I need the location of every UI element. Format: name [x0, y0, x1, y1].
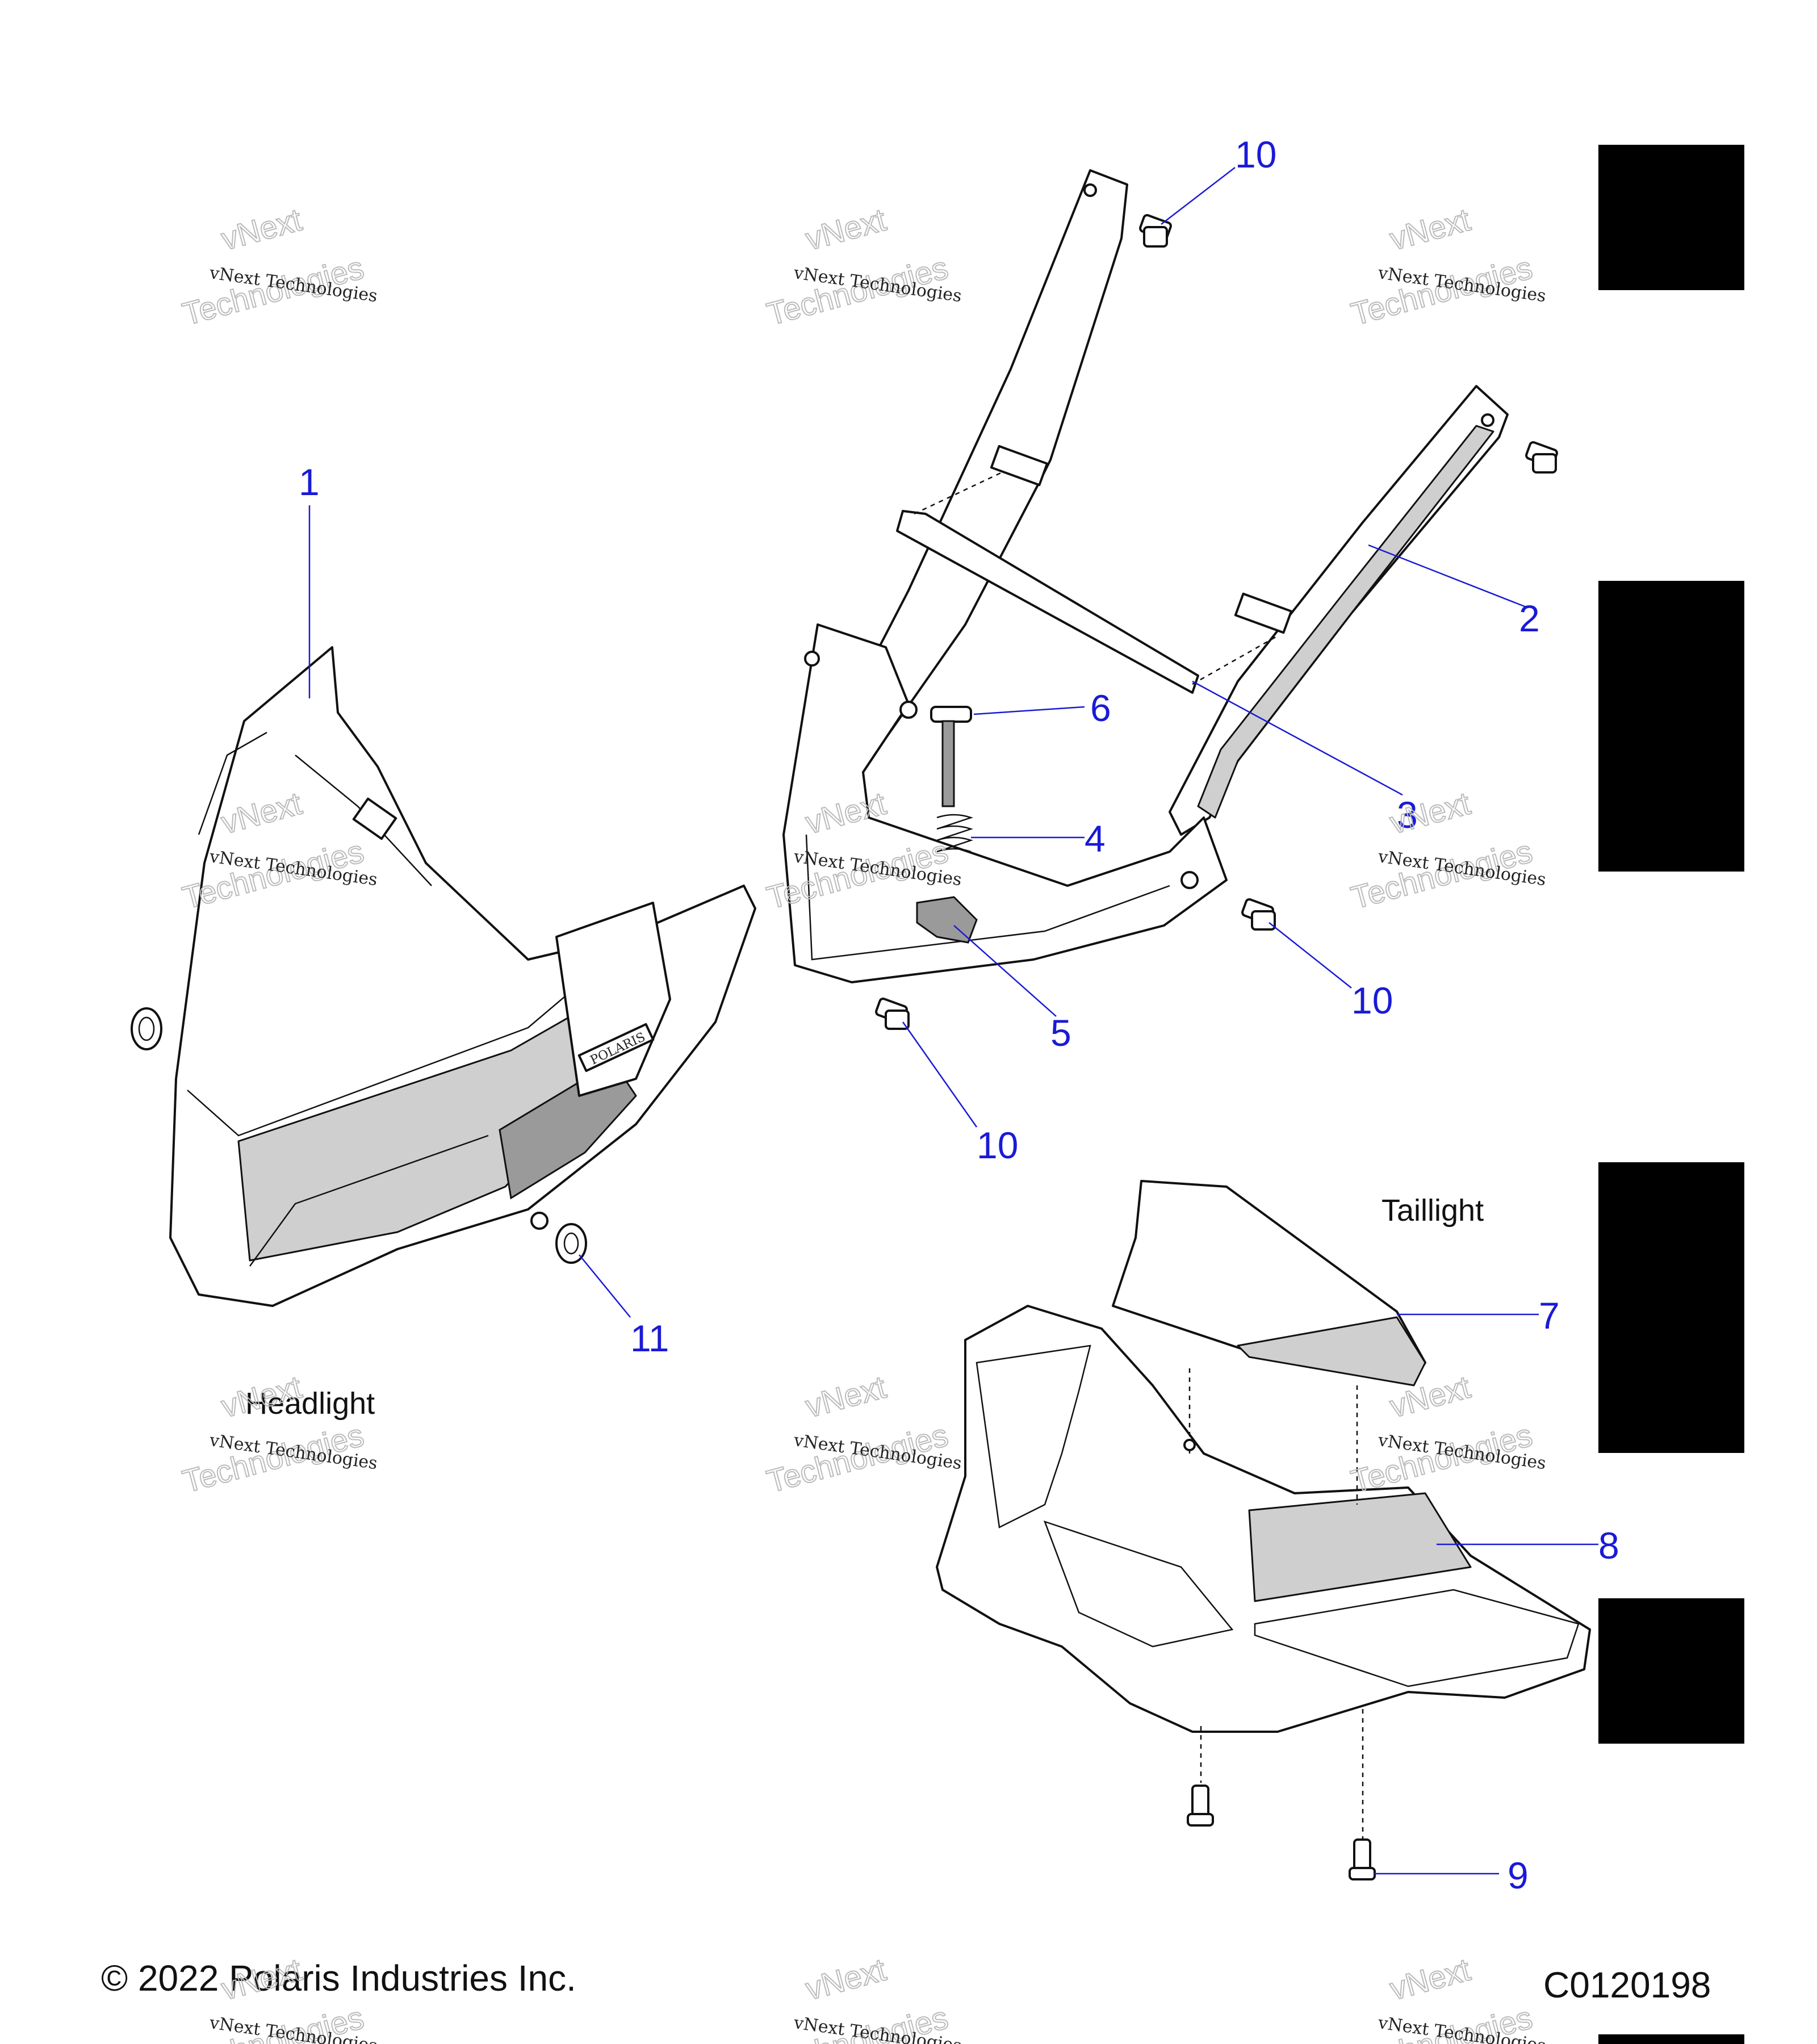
- polaris-badge: [577, 1023, 655, 1073]
- leader-11: [579, 1254, 631, 1318]
- callout-11: 11: [630, 1317, 669, 1359]
- watermark-r1c1: vNext Technologies vNext Technologies: [178, 201, 379, 333]
- leader-3: [1192, 680, 1403, 796]
- wing-nut: [916, 896, 978, 944]
- bracket-crossbar-dash-right: [1192, 635, 1278, 685]
- bracket-tab-left: [990, 445, 1049, 487]
- callout-1: 1: [299, 461, 320, 503]
- bracket-left-hole: [899, 701, 918, 719]
- bracket-right-top-hole: [1481, 413, 1494, 427]
- callout-4: 4: [1085, 818, 1106, 860]
- edge-tab-1: [1598, 145, 1744, 290]
- bracket-top-hole: [1083, 183, 1097, 197]
- watermark-r4c2: vNext Technologies vNext Technologies: [763, 1951, 963, 2044]
- adjuster-hardware: [916, 706, 978, 944]
- edge-tab-4: [1598, 1598, 1744, 1744]
- bolts-10: [875, 214, 1558, 1030]
- callout-6: 6: [1090, 687, 1111, 729]
- screw-9-right: [1349, 1838, 1376, 1880]
- taillight-assembly: [936, 1180, 1591, 1880]
- bolt-10-left: [875, 998, 910, 1030]
- taillight-lens-panel: [1248, 1492, 1472, 1602]
- taillight-label: Taillight: [1381, 1193, 1484, 1228]
- screw-9-left: [1187, 1785, 1214, 1827]
- headlight-edge-line-3: [249, 1134, 489, 1267]
- leader-10c: [902, 1021, 978, 1128]
- bracket-left-arm: [822, 169, 1128, 773]
- leader-5: [953, 925, 1057, 1017]
- adjuster-spring: [936, 814, 973, 853]
- leader-6: [973, 706, 1085, 715]
- headlight-edge-line-1: [198, 731, 267, 835]
- edge-tab-3: [1598, 1162, 1744, 1453]
- watermark-r3c2: vNext Technologies vNext Technologies: [763, 1368, 963, 1500]
- edge-tab-5: [1598, 2034, 1744, 2044]
- headlight-adjuster-stud: [530, 1212, 549, 1230]
- watermark-r3c3: vNext Technologies vNext Technologies: [1347, 1368, 1547, 1500]
- adjuster-screw-head: [930, 706, 972, 723]
- bolt-10-top: [1139, 214, 1172, 248]
- svg-text:vNext: vNext: [802, 1369, 890, 1425]
- bolt-10-right: [1241, 898, 1276, 931]
- headlight-clip: [352, 797, 397, 840]
- headlight-assembly: POLARIS: [131, 646, 756, 1307]
- callout-5: 5: [1050, 1012, 1071, 1054]
- svg-text:vNext: vNext: [1386, 1951, 1474, 2007]
- watermark-r1c3: vNext Technologies vNext Technologies: [1347, 201, 1547, 333]
- taillight-panel-3: [1254, 1589, 1580, 1687]
- headlight-strap: [295, 755, 432, 886]
- watermark-r4c3: vNext Technologies vNext Technologies: [1347, 1951, 1547, 2044]
- svg-text:vNext: vNext: [1386, 202, 1474, 257]
- watermark-r2c3: vNext Technologies vNext Technologies: [1347, 785, 1547, 916]
- bracket-right-arm-face: [1197, 425, 1494, 819]
- taillight-mount-hole: [1183, 1439, 1196, 1451]
- leader-10a: [1161, 167, 1236, 225]
- leader-lines: [308, 167, 1598, 1875]
- callout-9: 9: [1508, 1854, 1529, 1896]
- copyright-text: © 2022 Polaris Industries Inc.: [101, 1958, 576, 1999]
- bracket-tray-stud: [804, 651, 820, 667]
- diagram-code: C0120198: [1543, 1965, 1711, 2005]
- grommet-11-inner: [563, 1232, 579, 1255]
- callout-10a: 10: [1235, 133, 1276, 175]
- svg-text:vNext: vNext: [217, 202, 305, 257]
- bracket-cross-bar: [896, 510, 1199, 694]
- headlight-label: Headlight: [245, 1387, 375, 1421]
- leader-2: [1368, 544, 1528, 609]
- leader-10b: [1268, 922, 1352, 989]
- bolt-10-right-top: [1525, 441, 1558, 474]
- callout-10c: 10: [977, 1124, 1018, 1166]
- svg-text:vNext: vNext: [802, 1951, 890, 2007]
- taillight-panel-2: [1043, 1520, 1234, 1648]
- taillight-lens-base: [1237, 1316, 1426, 1387]
- taillight-panel-1: [976, 1344, 1091, 1528]
- headlight-left-grommet-outer: [131, 1007, 162, 1050]
- grommet-11-outer: [555, 1223, 587, 1264]
- bracket-mount-hole: [1180, 871, 1199, 889]
- bracket-lower-tray: [782, 623, 1228, 983]
- callout-7: 7: [1539, 1295, 1560, 1337]
- bracket-crossbar-dash-left: [914, 464, 1017, 515]
- bracket-tab-right: [1234, 592, 1293, 634]
- callout-8: 8: [1598, 1524, 1619, 1566]
- callout-3: 3: [1397, 794, 1418, 836]
- bracket-tray-inner: [805, 834, 1170, 961]
- callout-numbers: 1 2 3 4 5 6 7 8 9 10 10 10 11: [299, 133, 1619, 1896]
- edge-tabs: [1598, 145, 1744, 2044]
- callout-2: 2: [1519, 597, 1540, 639]
- headlight-left-grommet-inner: [138, 1016, 155, 1041]
- headlight-bracket: [782, 169, 1509, 983]
- callout-10b: 10: [1351, 979, 1393, 1021]
- adjuster-screw-shank: [941, 720, 955, 807]
- watermark-r1c2: vNext Technologies vNext Technologies: [763, 201, 963, 333]
- edge-tab-2: [1598, 581, 1744, 872]
- svg-text:vNext: vNext: [802, 202, 890, 257]
